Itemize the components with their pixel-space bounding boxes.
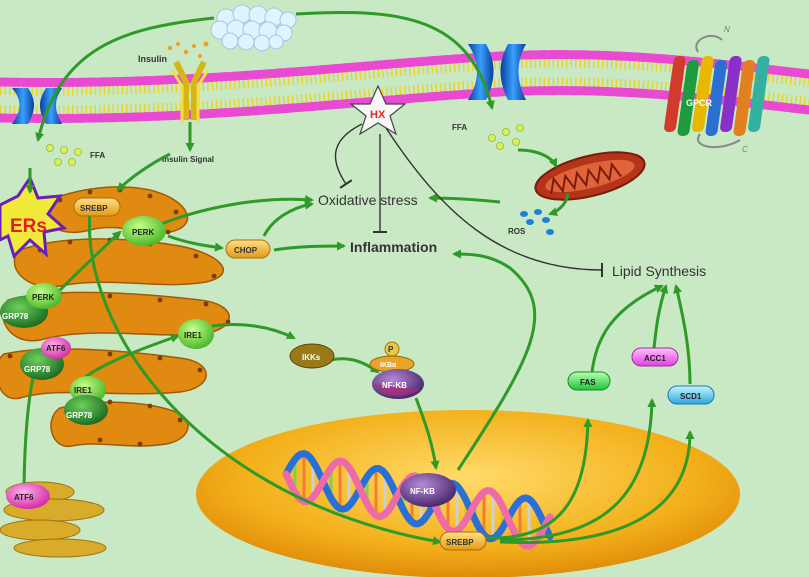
hx-label: HX [370,109,386,121]
ribosome-dot [147,193,153,199]
gpcr-n-terminus-label: N [724,25,730,34]
lipid-synthesis-label: Lipid Synthesis [612,263,706,279]
ros-dots [520,209,554,235]
ros-label: ROS [508,227,526,236]
nfkb-nuclear-complex [400,473,456,507]
ribosome-dot [7,353,13,359]
right-ffa-channel [468,44,526,100]
gpcr-receptor [664,34,770,149]
mitochondrion [534,151,646,201]
chop-pill [225,239,271,259]
srebp-nuc-label: SREBP [446,538,474,547]
scd1-pill [667,385,715,405]
fas-pill [567,371,611,391]
lipid-droplet-cluster [210,4,297,52]
srebp-er-pill [73,197,121,217]
ribosome-dot [147,403,153,409]
acc1-pill [631,347,679,367]
atf6-golgi-ball [6,483,50,509]
fas-label: FAS [580,378,596,387]
ribosome-dot [107,293,113,299]
ffa-label-right: FFA [452,123,467,132]
ire1-bound-label: IRE1 [74,386,92,395]
ffa-droplets-right [488,124,524,150]
atf6-grp78-complex [20,337,71,380]
inhibition-lines [334,123,604,278]
ribosome-dot [97,437,103,443]
ribosome-dot [193,253,199,259]
ribosome-dot [107,351,113,357]
ribosome-dot [203,301,209,307]
srebp-er-label: SREBP [80,204,108,213]
srebp-nuclear-pill [439,531,487,551]
gpcr-helix [705,60,727,136]
atf6-golgi-label: ATF6 [14,493,34,502]
ribosome-dot [107,399,113,405]
perk-free-ball [122,216,166,246]
ire1-free-ball [178,319,214,349]
gpcr-helix [677,60,699,136]
ire1-grp78-complex [64,376,108,425]
atf6-er-label: ATF6 [46,344,66,353]
gpcr-c-terminus-label: C [742,145,748,154]
grp78-c-label: GRP78 [66,411,93,420]
chop-label: CHOP [234,246,258,255]
hx-star [349,84,407,136]
perk-bound-label: PERK [32,293,54,302]
gpcr-helix [720,56,742,132]
insulin-receptor [170,60,210,122]
ribosome-dot [177,417,183,423]
dna-helix [282,449,554,550]
inflammation-label: Inflammation [350,239,437,255]
activation-arrows [19,11,695,546]
gpcr-label: GPCR [686,98,713,108]
insulin-molecules [167,41,209,58]
perk-grp78-complex [0,283,62,328]
ikks-label: IKKs [302,353,321,362]
golgi-apparatus [0,481,107,558]
ribosome-dot [165,229,171,235]
ers-label: ERs [10,216,47,237]
gpcr-helix [733,60,755,136]
ribosome-dot [173,209,179,215]
nfkb-nuc-label: NF-KB [410,487,435,496]
grp78-b-label: GRP78 [24,365,51,374]
insulin-label: Insulin [138,54,167,64]
scd1-label: SCD1 [680,392,702,401]
perk-free-label: PERK [132,228,154,237]
gpcr-helix [692,56,714,132]
insulin-signal-label: Insulin Signal [162,155,214,164]
p-label: P [388,345,394,354]
gpcr-helix [664,56,686,132]
ffa-label-left: FFA [90,151,105,160]
ikba-nfkb-complex [369,341,424,399]
ribosome-dot [157,355,163,361]
grp78-a-label: GRP78 [2,312,29,321]
ribosome-dot [137,441,143,447]
ribosome-dot [197,367,203,373]
gpcr-helix [748,56,770,132]
acc1-label: ACC1 [644,354,666,363]
oxidative-stress-label: Oxidative stress [318,192,418,208]
ffa-droplets-left [46,144,82,166]
nucleus [196,410,740,577]
ikba-label: IKBα [380,362,397,369]
ribosome-dot [157,297,163,303]
nfkb-cyto-label: NF-KB [382,381,407,390]
ribosome-dot [67,239,73,245]
ikks-pill [289,343,335,369]
ribosome-dot [211,273,217,279]
ribosome-dot [87,189,93,195]
ire1-free-label: IRE1 [184,331,202,340]
